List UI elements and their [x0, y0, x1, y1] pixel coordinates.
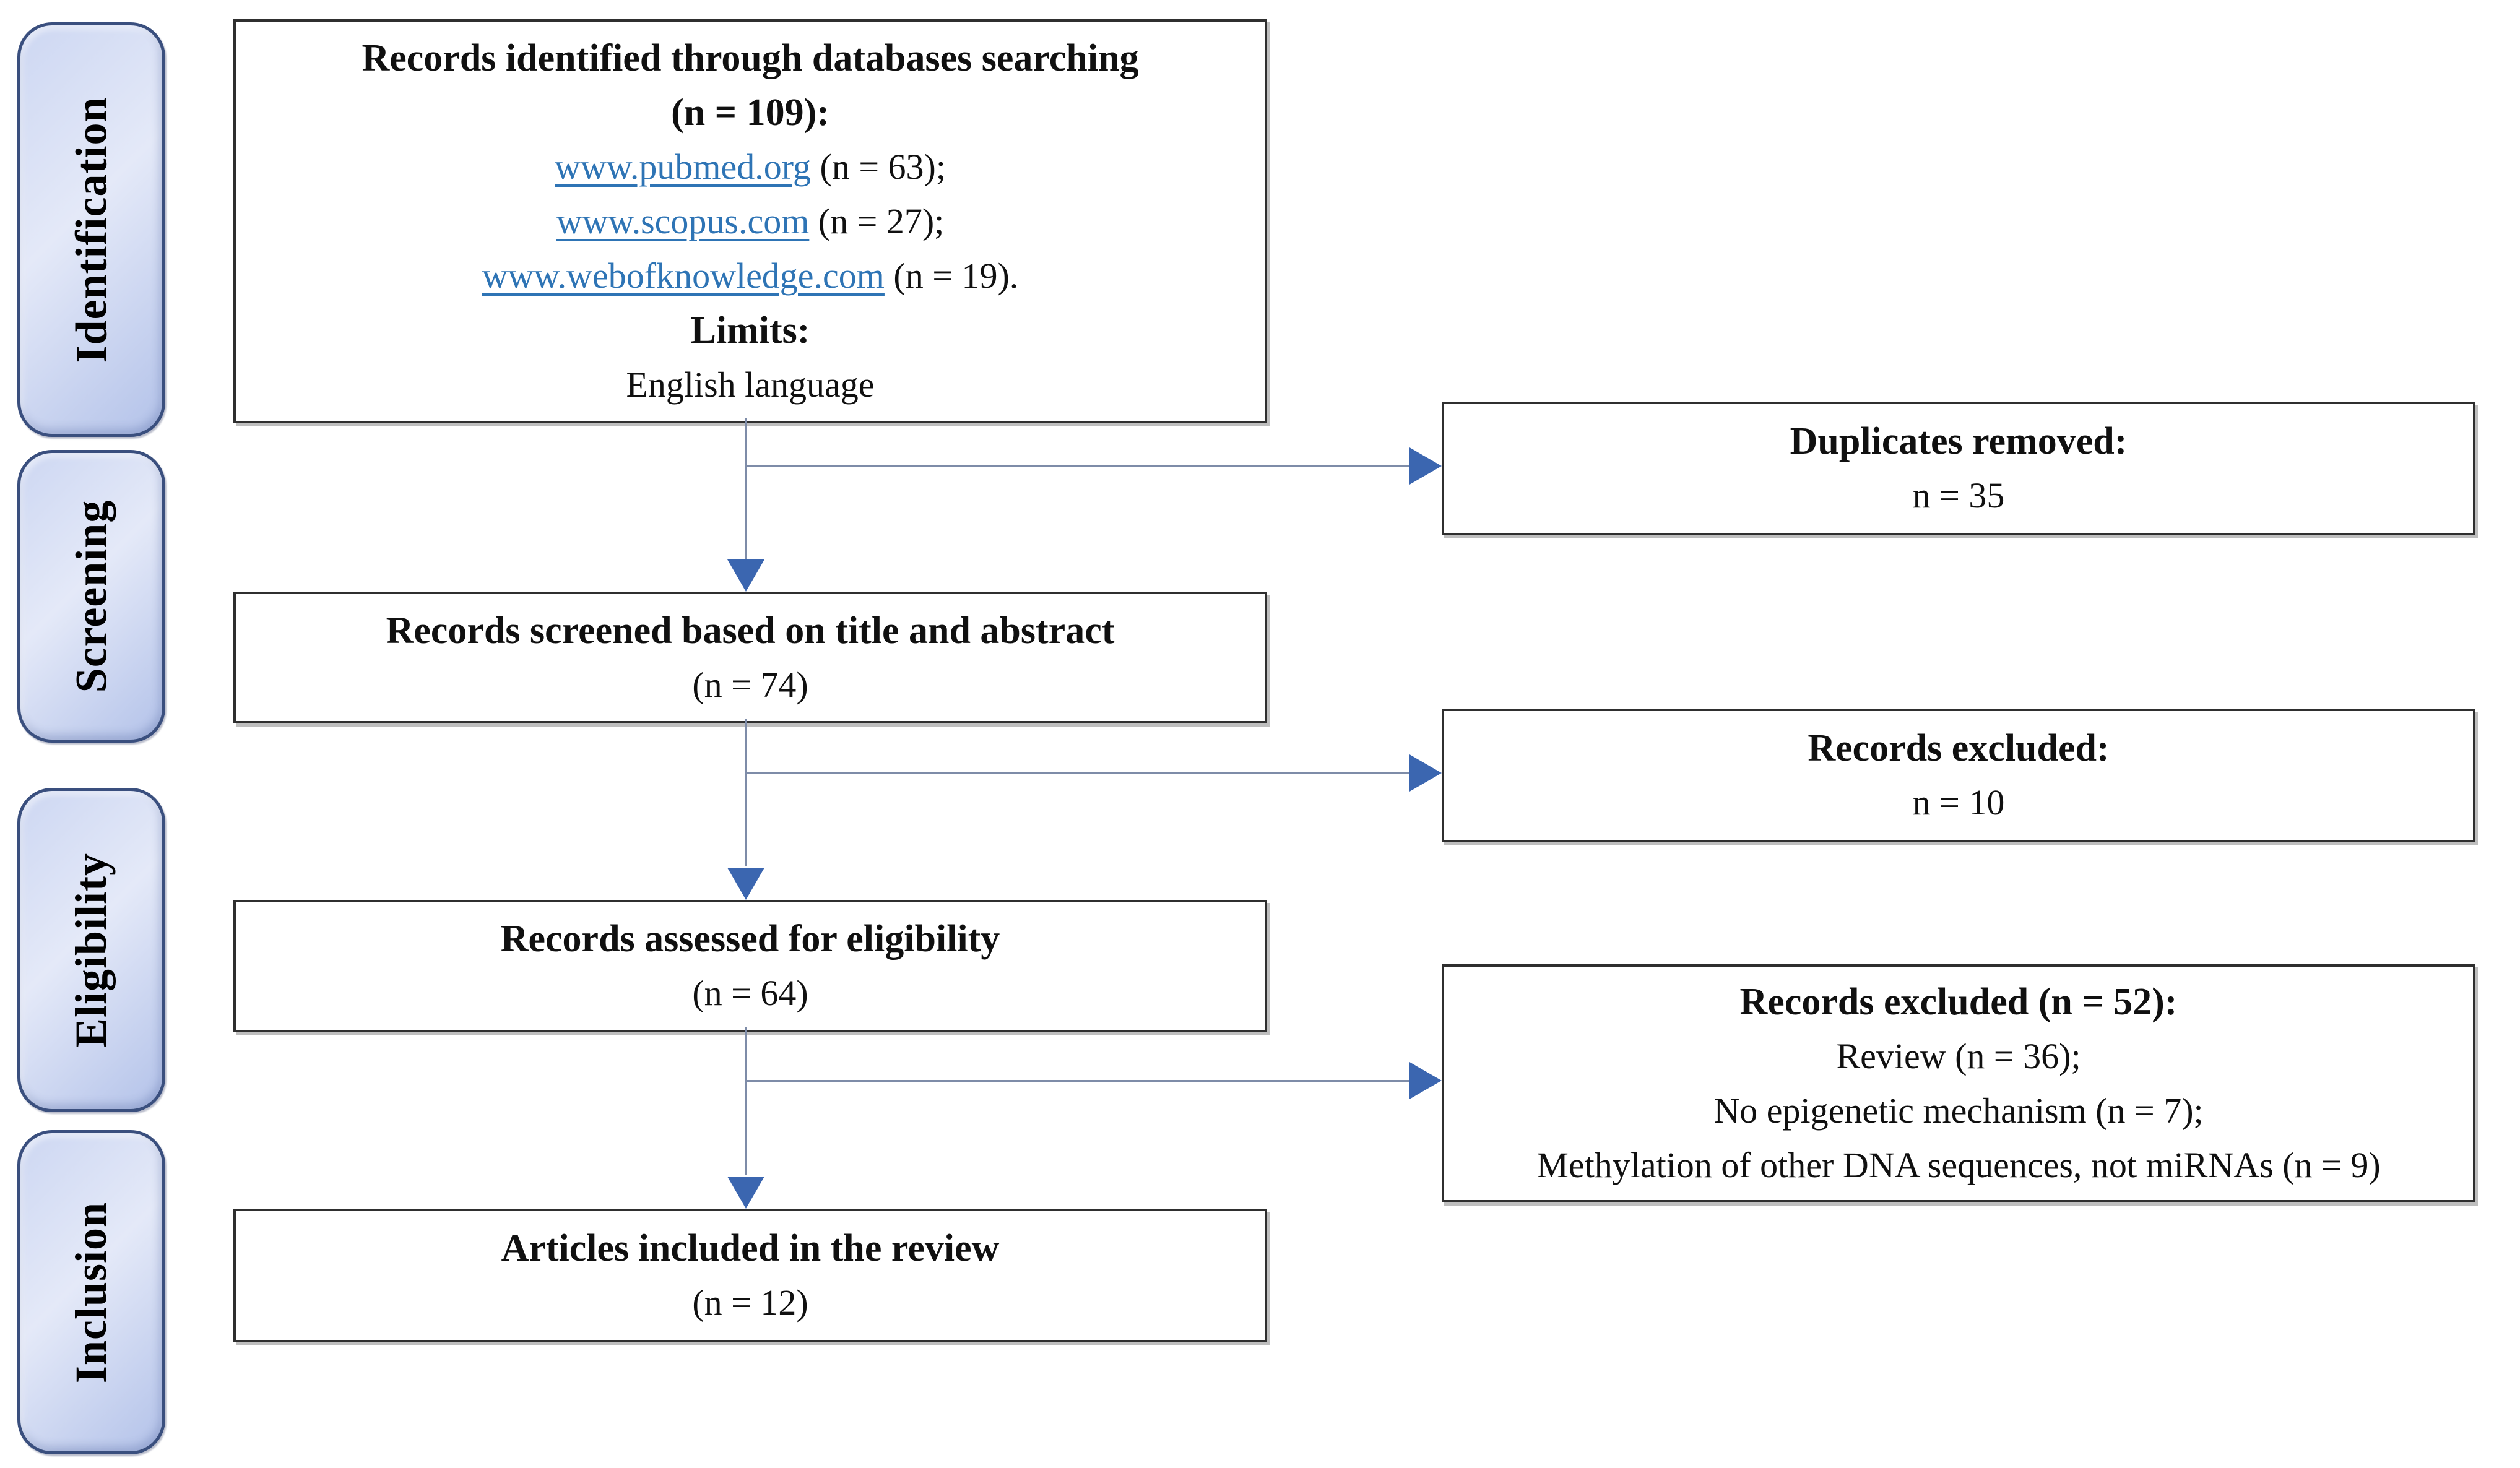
records-assessed-count: (n = 64) [692, 973, 808, 1013]
exclusion-reason-review: Review (n = 36); [1836, 1035, 2081, 1076]
stage-label-eligibility: Eligibility [66, 852, 116, 1048]
pubmed-link[interactable]: www.pubmed.org [555, 146, 812, 187]
duplicates-removed-title: Duplicates removed: [1790, 420, 2128, 462]
sidebar-stage-inclusion: Inclusion [17, 1130, 165, 1454]
exclusion-reason-no-epigenetic: No epigenetic mechanism (n = 7); [1713, 1090, 2204, 1131]
duplicates-removed-count: n = 35 [1912, 475, 2005, 516]
records-screened-title: Records screened based on title and abst… [386, 609, 1115, 652]
connector-line-to-excluded-screening [746, 772, 1414, 774]
articles-included-title: Articles included in the review [501, 1227, 1000, 1269]
connector-line-to-excluded-eligibility [746, 1080, 1414, 1082]
records-screened-count: (n = 74) [692, 664, 808, 705]
source-line-webofknowledge: www.webofknowledge.com (n = 19). [236, 249, 1265, 303]
scopus-count: (n = 27); [809, 201, 945, 241]
side-box-records-excluded-screening: Records excluded: n = 10 [1442, 709, 2475, 842]
scopus-link[interactable]: www.scopus.com [556, 201, 810, 241]
pubmed-count: (n = 63); [811, 146, 946, 187]
arrow-right-icon [1409, 1062, 1442, 1099]
flow-box-records-assessed: Records assessed for eligibility (n = 64… [233, 900, 1267, 1032]
sidebar-stage-screening: Screening [17, 450, 165, 743]
arrow-down-icon [727, 559, 764, 592]
connector-line-identified-to-screened [745, 418, 747, 564]
side-box-records-excluded-eligibility: Records excluded (n = 52): Review (n = 3… [1442, 964, 2475, 1202]
flow-box-articles-included: Articles included in the review (n = 12) [233, 1209, 1267, 1342]
stage-label-screening: Screening [66, 499, 116, 693]
connector-line-assessed-to-included [745, 1027, 747, 1175]
source-line-scopus: www.scopus.com (n = 27); [236, 194, 1265, 249]
limits-value: English language [626, 364, 875, 405]
limits-label: Limits: [690, 309, 810, 352]
records-assessed-title: Records assessed for eligibility [500, 918, 1000, 960]
connector-line-screened-to-assessed [745, 719, 747, 866]
arrow-down-icon [727, 1177, 764, 1209]
sidebar-stage-eligibility: Eligibility [17, 788, 165, 1112]
sidebar-stage-identification: Identification [17, 22, 165, 437]
webofknowledge-count: (n = 19). [884, 255, 1019, 296]
side-box-duplicates-removed: Duplicates removed: n = 35 [1442, 402, 2475, 535]
exclusion-reason-methylation: Methylation of other DNA sequences, not … [1536, 1144, 2381, 1185]
stage-label-inclusion: Inclusion [66, 1201, 116, 1383]
stage-label-identification: Identification [66, 96, 116, 363]
records-identified-count: (n = 109): [671, 91, 829, 134]
records-excluded-eligibility-title: Records excluded (n = 52): [1739, 980, 2178, 1023]
webofknowledge-link[interactable]: www.webofknowledge.com [482, 255, 885, 296]
records-identified-title: Records identified through databases sea… [362, 37, 1139, 79]
arrow-right-icon [1409, 447, 1442, 485]
records-excluded-screening-title: Records excluded: [1808, 727, 2110, 769]
arrow-right-icon [1409, 754, 1442, 792]
flow-box-records-identified: Records identified through databases sea… [233, 19, 1267, 423]
source-line-pubmed: www.pubmed.org (n = 63); [236, 140, 1265, 194]
articles-included-count: (n = 12) [692, 1282, 808, 1323]
arrow-down-icon [727, 868, 764, 900]
flow-box-records-screened: Records screened based on title and abst… [233, 592, 1267, 723]
records-excluded-screening-count: n = 10 [1912, 782, 2005, 823]
connector-line-to-duplicates [746, 465, 1414, 467]
